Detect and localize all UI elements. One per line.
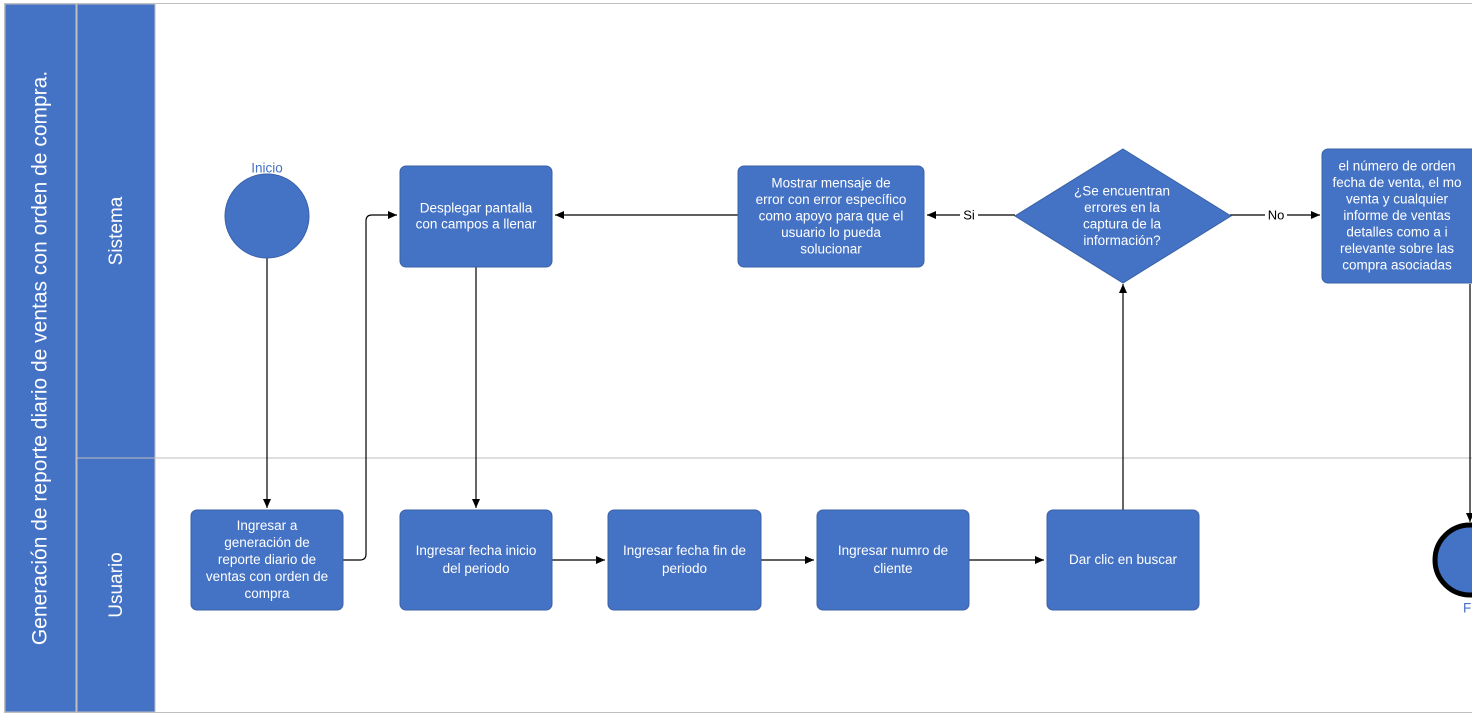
- pool-header: [4, 3, 77, 713]
- node-text-line: reporte diario de: [218, 552, 316, 567]
- node-text-line: información?: [1083, 232, 1160, 247]
- edge-label-si-bg: [960, 207, 978, 223]
- node-text-line: generación de: [224, 535, 310, 550]
- node-text-line: Ingresar fecha inicio: [416, 543, 537, 558]
- edge-ingresar-desplegar: [343, 211, 397, 561]
- task-mostrar-mensaje-text: Mostrar mensaje de error con error especí…: [756, 175, 907, 256]
- node-text-line: error con error específico: [756, 192, 907, 207]
- node-text-line: cliente: [873, 561, 912, 576]
- node-text-line: periodo: [662, 561, 707, 576]
- node-text-line: usuario lo pueda: [781, 225, 881, 240]
- node-text-line: informe de ventas: [1343, 208, 1451, 223]
- node-text-line: ventas con orden de: [206, 569, 328, 584]
- node-text-line: Ingresar fecha fin de: [623, 543, 746, 558]
- node-text-line: relevante sobre las: [1340, 241, 1454, 256]
- node-text-line: errores en la: [1084, 199, 1160, 214]
- node-text-line: como apoyo para que el: [759, 208, 904, 223]
- task-numero-cliente[interactable]: [816, 509, 970, 611]
- pool-title: Generación de reporte diario de ventas c…: [29, 71, 52, 645]
- task-fecha-inicio[interactable]: [399, 509, 553, 611]
- task-fecha-inicio-text: Ingresar fecha inicio del periodo: [416, 543, 537, 576]
- node-text-line: Ingresar a: [237, 518, 298, 533]
- node-text-line: venta y cualquier: [1346, 191, 1449, 206]
- start-label: Inicio: [251, 161, 283, 176]
- node-text-line: del periodo: [443, 561, 510, 576]
- node-text-line: Dar clic en buscar: [1069, 552, 1178, 567]
- node-text-line: detalles como a i: [1346, 224, 1447, 239]
- lane-header-usuario: [76, 457, 156, 713]
- task-dar-clic-buscar-text: Dar clic en buscar: [1069, 552, 1178, 567]
- edge-label-no: No: [1268, 207, 1285, 222]
- end-label: Fi: [1463, 601, 1472, 616]
- node-text-line: compra: [244, 586, 290, 601]
- end-event[interactable]: [1432, 522, 1472, 598]
- node-text-line: con campos a llenar: [416, 216, 537, 231]
- task-fecha-fin[interactable]: [607, 509, 762, 611]
- task-dar-clic-buscar[interactable]: [1046, 509, 1200, 611]
- node-text-line: el número de orden: [1338, 158, 1455, 173]
- node-text-line: Ingresar numro de: [838, 543, 948, 558]
- node-text-line: Desplegar pantalla: [420, 200, 533, 215]
- decision-errores[interactable]: [1014, 148, 1232, 284]
- node-text-line: fecha de venta, el mo: [1332, 175, 1461, 190]
- node-text-line: Mostrar mensaje de: [771, 175, 890, 190]
- task-mostrar-mensaje[interactable]: [737, 165, 925, 268]
- connectors: [263, 211, 1472, 564]
- task-fecha-fin-text: Ingresar fecha fin de periodo: [623, 543, 746, 576]
- task-desplegar-pantalla[interactable]: [399, 165, 553, 268]
- task-ingresar-reporte-text: Ingresar a generación de reporte diario de…: [206, 518, 328, 601]
- task-ingresar-reporte[interactable]: [190, 509, 344, 611]
- node-text-line: ¿Se encuentran: [1074, 183, 1170, 198]
- node-text-line: compra asociadas: [1342, 257, 1452, 272]
- node-text-line: captura de la: [1083, 216, 1162, 231]
- lane-label-usuario: Usuario: [106, 552, 127, 617]
- task-numero-cliente-text: Ingresar numro de cliente: [838, 543, 948, 576]
- start-event[interactable]: [224, 173, 310, 259]
- task-resultado-informe[interactable]: [1321, 148, 1472, 284]
- edge-label-si: Si: [963, 207, 975, 222]
- lane-label-sistema: Sistema: [106, 196, 127, 265]
- node-text-line: solucionar: [800, 241, 862, 256]
- edge-label-no-bg: [1265, 207, 1287, 223]
